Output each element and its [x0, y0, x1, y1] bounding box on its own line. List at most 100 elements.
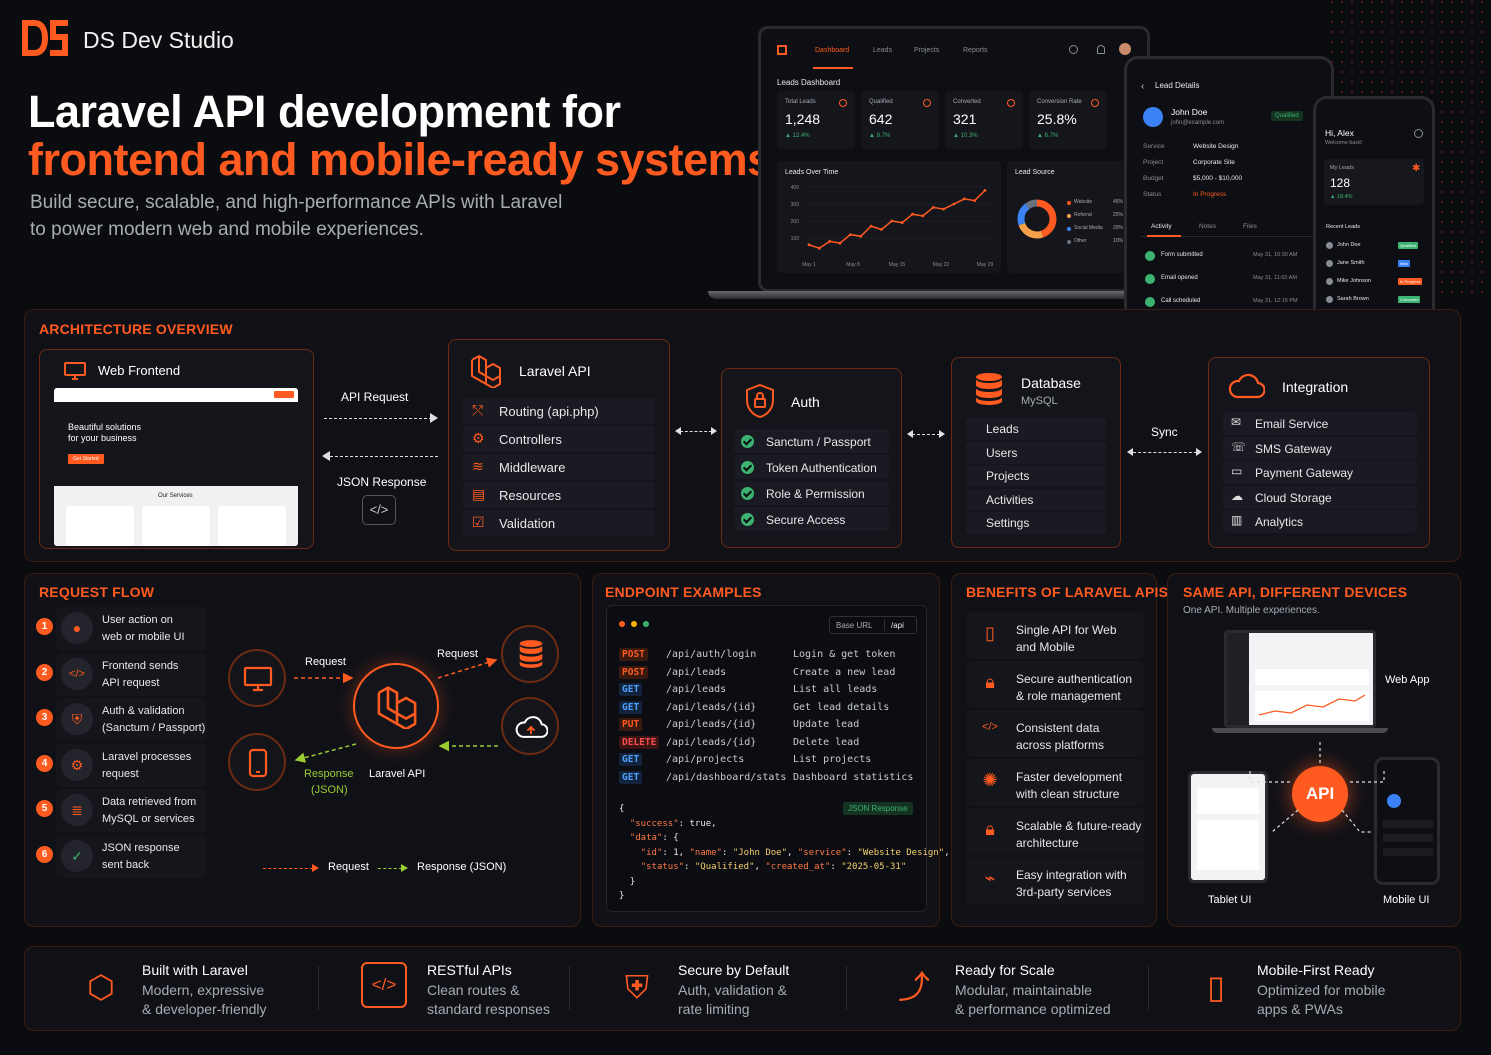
- laptop-logo-icon: [777, 45, 787, 55]
- code-icon: </>: [362, 495, 396, 525]
- laptop-stat-value: 642: [869, 111, 893, 127]
- api-hub-label: API: [1305, 784, 1335, 803]
- tablet-tab-activity[interactable]: Activity: [1151, 223, 1172, 230]
- phone-lead-name: Mike Johnson: [1337, 278, 1371, 284]
- sync-link: [1133, 452, 1197, 453]
- laptop-tab-projects[interactable]: Projects: [914, 47, 940, 54]
- laptop-avatar[interactable]: [1119, 43, 1131, 55]
- code-string: "John Doe": [732, 847, 788, 858]
- code-string: "Qualified": [694, 862, 755, 872]
- flow-step-line2: web or mobile UI: [102, 631, 185, 643]
- code-text: [619, 848, 641, 858]
- database-table-item: Projects: [966, 465, 1106, 487]
- tablet-field-key: Status: [1143, 191, 1162, 198]
- devices-subtitle: One API. Multiple experiences.: [1183, 605, 1320, 616]
- device-mobile-row-2: [1383, 834, 1433, 842]
- device-mobile-screen: [1374, 757, 1440, 885]
- database-table-label: Users: [986, 445, 1018, 460]
- device-links: [1249, 742, 1385, 833]
- endpoint-description: Update lead: [793, 719, 860, 730]
- laptop-search-icon[interactable]: [1069, 45, 1078, 54]
- endpoints-title: ENDPOINT EXAMPLES: [605, 584, 762, 600]
- laptop-mockup: Dashboard Leads Projects Reports Leads D…: [758, 26, 1150, 292]
- phone-lead-badge: Qualified: [1398, 242, 1418, 249]
- chart-point: [973, 199, 977, 202]
- chart-point: [942, 207, 945, 211]
- laptop-stat-delta: ▲ 6.7%: [1037, 133, 1059, 139]
- database-table-label: Activities: [986, 492, 1034, 507]
- tablet-tab-files[interactable]: Files: [1243, 223, 1257, 230]
- tablet-back-icon[interactable]: ‹: [1141, 81, 1145, 92]
- laptop-tab-dashboard[interactable]: Dashboard: [815, 47, 850, 54]
- source-dot: [1067, 227, 1071, 231]
- api-request-arrow: [324, 418, 432, 419]
- footer-feature-line2: rate limiting: [678, 1001, 750, 1017]
- auth-item: Secure Access: [734, 507, 889, 531]
- source-pct: 20%: [1113, 225, 1124, 231]
- device-web-label: Web App: [1385, 674, 1430, 686]
- source-dot: [1067, 240, 1071, 244]
- chart-point: [849, 233, 852, 236]
- tablet-field-value: Website Design: [1193, 143, 1239, 150]
- laptop-bell-icon[interactable]: [1097, 45, 1105, 54]
- phone-greeting: Hi, Alex: [1325, 128, 1354, 138]
- footer-feature-line1: Modern, expressive: [142, 982, 265, 998]
- tablet-field-key: Project: [1143, 159, 1164, 166]
- lock-stack-icon: 🔒︎: [985, 819, 995, 839]
- laravel-api-card: Laravel API ⤲Routing (api.php)⚙Controlle…: [448, 339, 670, 551]
- json-response-arrow: [330, 456, 438, 457]
- api-hub: API: [1292, 766, 1348, 822]
- tablet-lead-name: John Doe: [1171, 107, 1208, 117]
- legend-response-label: Response (JSON): [417, 861, 507, 873]
- tablet-activity-text: Call scheduled: [1161, 298, 1201, 304]
- benefit-item: [966, 661, 1144, 708]
- laravel-api-item-label: Routing (api.php): [499, 404, 599, 419]
- code-key: "id": [640, 847, 663, 858]
- integration-item-label: Email Service: [1255, 417, 1329, 431]
- tablet-tab-underline: [1147, 235, 1181, 237]
- source-name: Other: [1074, 238, 1087, 244]
- phone-search-icon[interactable]: [1414, 129, 1423, 138]
- tablet-activity-text: Email opened: [1161, 275, 1198, 281]
- flow-laravel-node: [353, 663, 439, 749]
- endpoint-path: /api/auth/login: [666, 649, 757, 660]
- footer-feature-line2: standard responses: [427, 1001, 550, 1017]
- laptop-tab-leads[interactable]: Leads: [873, 47, 893, 54]
- legend-request-line: [263, 868, 313, 869]
- footer-feature-line2: & developer-friendly: [142, 1001, 267, 1017]
- flow-step-line1: Data retrieved from: [102, 796, 197, 808]
- flow-response-json-label: (JSON): [311, 784, 348, 796]
- auth-db-link: [912, 434, 940, 435]
- laravel-api-item: ▤Resources: [463, 482, 655, 508]
- code-key: "service": [797, 847, 847, 858]
- device-web-chart: [1255, 691, 1369, 721]
- footer-feature-title: Built with Laravel: [142, 962, 248, 978]
- architecture-title: ARCHITECTURE OVERVIEW: [39, 321, 233, 337]
- devices-title: SAME API, DIFFERENT DEVICES: [1183, 584, 1408, 600]
- footer-feature-title: Secure by Default: [678, 962, 790, 978]
- phone-leads-delta: ▲ 18.4%: [1330, 194, 1353, 200]
- code-line: "success": true,: [619, 819, 717, 829]
- laravel-auth-arrowhead-left: [675, 427, 681, 435]
- endpoint-method: GET: [619, 753, 643, 766]
- chart-xtick: May 22: [933, 262, 950, 268]
- tablet-avatar: [1143, 107, 1163, 127]
- tablet-tab-notes[interactable]: Notes: [1199, 223, 1216, 230]
- code-text: ,: [944, 847, 950, 858]
- gear-icon: ⚙: [61, 748, 93, 781]
- benefit-item: [966, 857, 1144, 904]
- legend-request-arrowhead: [312, 864, 319, 872]
- laptop-stat-label: Converted: [953, 99, 981, 105]
- device-web-screen: [1224, 630, 1376, 728]
- tablet-field-key: Service: [1143, 143, 1165, 150]
- footer-feature-line2: apps & PWAs: [1257, 1001, 1343, 1017]
- payment-icon: ▭: [1231, 464, 1243, 478]
- database-table-item: Users: [966, 441, 1106, 464]
- phone-lead-name: Jane Smith: [1337, 260, 1365, 266]
- brand-name: DS Dev Studio: [83, 27, 234, 53]
- laptop-tab-reports[interactable]: Reports: [963, 47, 988, 54]
- database-table-item: Settings: [966, 512, 1106, 534]
- hero-subtitle-line1: Build secure, scalable, and high-perform…: [30, 192, 563, 213]
